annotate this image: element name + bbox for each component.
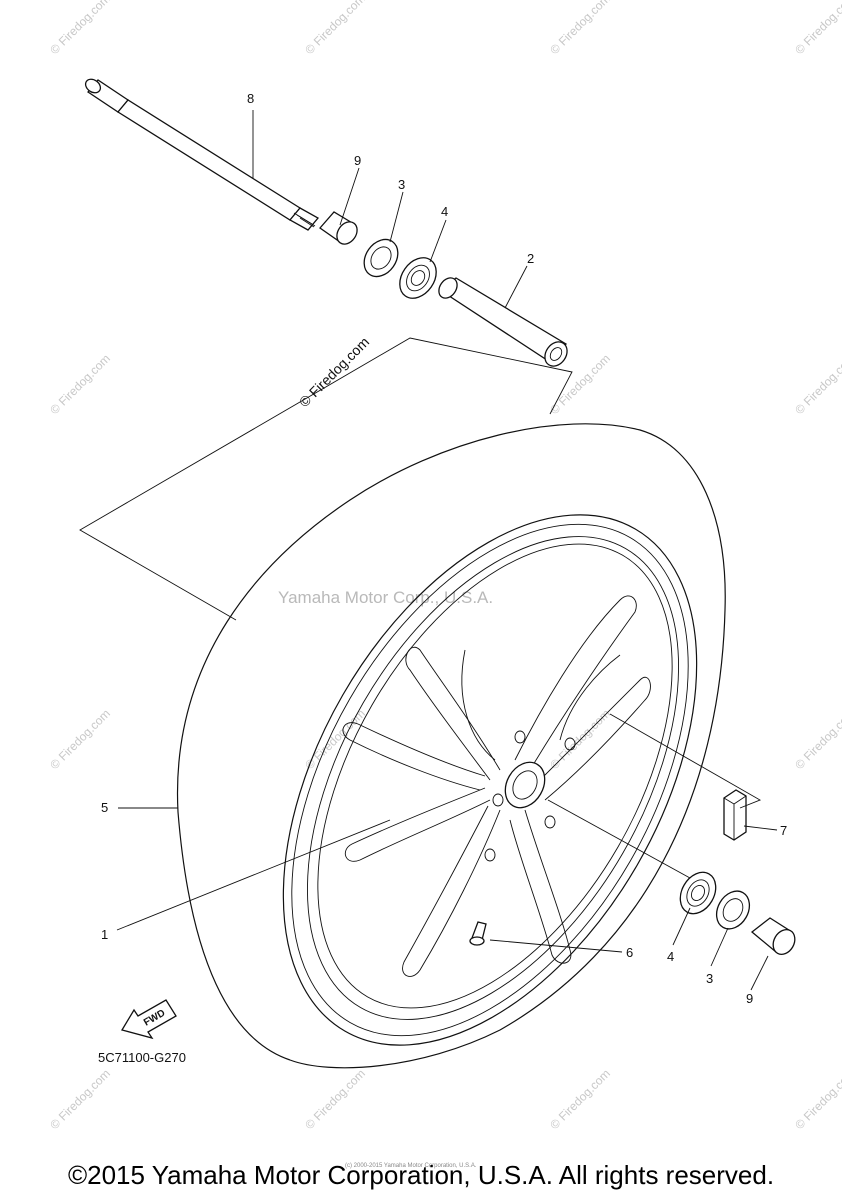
callouts: 8 9 3 4 2 5 7 1 6 4 3 9 (101, 91, 787, 1006)
callout-9-bottom: 9 (746, 991, 753, 1006)
collar-bottom (750, 917, 796, 955)
watermark-text: © Firedog.com (792, 351, 842, 417)
callout-1: 1 (101, 927, 108, 942)
callout-9: 9 (354, 153, 361, 168)
watermark-text: © Firedog.com (47, 706, 113, 772)
watermark-text: © Firedog.com (792, 1066, 842, 1132)
callout-3-bottom: 3 (706, 971, 713, 986)
leader-lines (116, 110, 778, 991)
drawing-code: 5C71100-G270 (98, 1050, 186, 1065)
callout-6: 6 (626, 945, 633, 960)
callout-7: 7 (780, 823, 787, 838)
watermark-text: © Firedog.com (792, 706, 842, 772)
callout-4: 4 (441, 204, 448, 219)
valve (469, 921, 487, 946)
balance-weight (723, 789, 747, 841)
watermark-text: © Firedog.com (302, 1066, 368, 1132)
rim (282, 514, 698, 1046)
center-watermark: Yamaha Motor Corp., U.S.A. (278, 588, 493, 607)
watermark-text: © Firedog.com (547, 1066, 613, 1132)
weight-bracket (609, 713, 762, 809)
watermark-text: © Firedog.com (47, 0, 113, 57)
watermark-text: © Firedog.com (792, 0, 842, 57)
wheel-hub (484, 730, 576, 862)
callout-3: 3 (398, 177, 405, 192)
watermark-group: © Firedog.com © Firedog.com © Firedog.co… (47, 0, 842, 1132)
oil-seal-top (363, 238, 399, 278)
watermark-text: © Firedog.com (547, 0, 613, 57)
wheel-spokes (342, 595, 651, 977)
copyright-footer: ©2015 Yamaha Motor Corporation, U.S.A. A… (67, 1160, 775, 1190)
spacer (438, 277, 568, 367)
bearing-top (399, 257, 437, 299)
oil-seal-bottom (715, 890, 751, 930)
callout-4-bottom: 4 (667, 949, 674, 964)
firedog-bracket-watermark: © Firedog.com (296, 334, 372, 410)
callout-2: 2 (527, 251, 534, 266)
tire (176, 423, 726, 1069)
watermark-text: © Firedog.com (302, 706, 368, 772)
watermark-text: © Firedog.com (302, 0, 368, 57)
callout-8: 8 (247, 91, 254, 106)
axle (84, 78, 320, 231)
bearing-bottom (679, 871, 717, 915)
watermark-text: © Firedog.com (47, 1066, 113, 1132)
assembly-bracket (79, 337, 573, 621)
fwd-arrow-icon: FWD (120, 999, 177, 1040)
tiny-copyright: (c) 2000-2015 Yamaha Motor Corporation, … (345, 1163, 477, 1169)
collar-top (319, 211, 358, 245)
watermark-text: © Firedog.com (547, 706, 613, 772)
watermark-text: © Firedog.com (47, 351, 113, 417)
bearing-bracket (547, 799, 691, 879)
callout-5: 5 (101, 800, 108, 815)
